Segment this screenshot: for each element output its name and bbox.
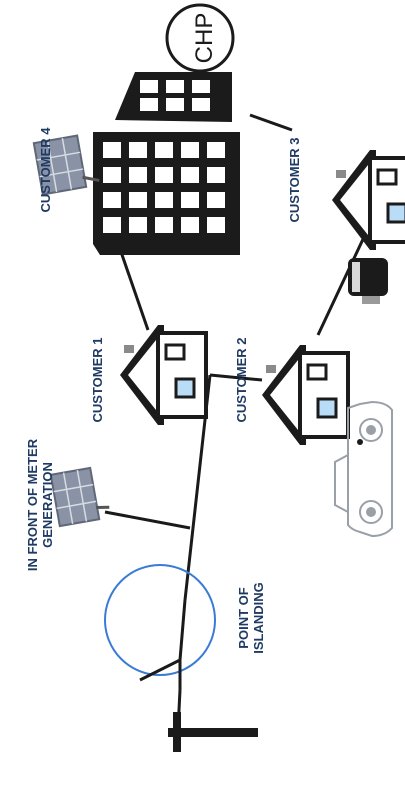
house-part: [376, 168, 398, 186]
house-icon: [120, 325, 208, 425]
house-icon: [262, 345, 350, 445]
building-window: [207, 217, 225, 233]
house-part: [270, 355, 302, 435]
battery-icon: [348, 258, 388, 304]
house-part: [306, 363, 328, 381]
house-part: [386, 202, 405, 224]
label-customer-1: CUSTOMER 1: [90, 338, 105, 423]
house-part: [124, 345, 134, 353]
house-part: [336, 170, 346, 178]
office-building-icon: [93, 132, 240, 255]
building-window: [181, 142, 199, 158]
label-point-line2: ISLANDING: [251, 582, 266, 654]
building-window: [103, 142, 121, 158]
building-window: [103, 217, 121, 233]
label-customer-3: CUSTOMER 3: [287, 138, 302, 223]
solar-panel-icon: [32, 134, 100, 196]
building-window: [155, 217, 173, 233]
building-window: [181, 167, 199, 183]
chp-label: CHP: [191, 13, 218, 64]
building-window: [129, 217, 147, 233]
label-in-front-line2: GENERATION: [40, 462, 55, 548]
building-window: [155, 142, 173, 158]
label-customer-4: CUSTOMER 4: [38, 127, 53, 213]
feeder-line-customer2: [209, 373, 263, 382]
building-window: [103, 167, 121, 183]
building-window: [207, 142, 225, 158]
building-window: [181, 217, 199, 233]
label-customer-2: CUSTOMER 2: [234, 338, 249, 423]
building-window: [155, 167, 173, 183]
house-part: [164, 343, 186, 361]
building-window: [103, 192, 121, 208]
building-window: [129, 167, 147, 183]
house-part: [340, 160, 372, 240]
electric-car-icon: [334, 400, 393, 538]
building-window: [207, 192, 225, 208]
building-window: [181, 192, 199, 208]
building-window: [155, 192, 173, 208]
feeder-line-front-meter: [104, 510, 191, 530]
house-part: [266, 365, 276, 373]
solar-panel-icon: [49, 466, 110, 528]
chp-windows: [140, 80, 210, 111]
building-window: [129, 142, 147, 158]
chp-circle: [165, 3, 235, 73]
label-point-line1: POINT OF: [236, 587, 251, 648]
building-windows: [103, 142, 225, 233]
house-part: [316, 397, 338, 419]
chp-plant-icon: CHP: [115, 3, 235, 122]
label-in-front-line1: IN FRONT OF METER: [25, 438, 40, 571]
utility-pole-icon: [168, 712, 258, 752]
house-part: [174, 377, 196, 399]
islanding-switch-icon: [139, 599, 187, 731]
house-icon: [332, 150, 405, 250]
islanding-circle: [104, 564, 216, 676]
feeder-line-customer3-chp: [249, 113, 293, 132]
building-window: [207, 167, 225, 183]
house-part: [128, 335, 160, 415]
building-window: [129, 192, 147, 208]
